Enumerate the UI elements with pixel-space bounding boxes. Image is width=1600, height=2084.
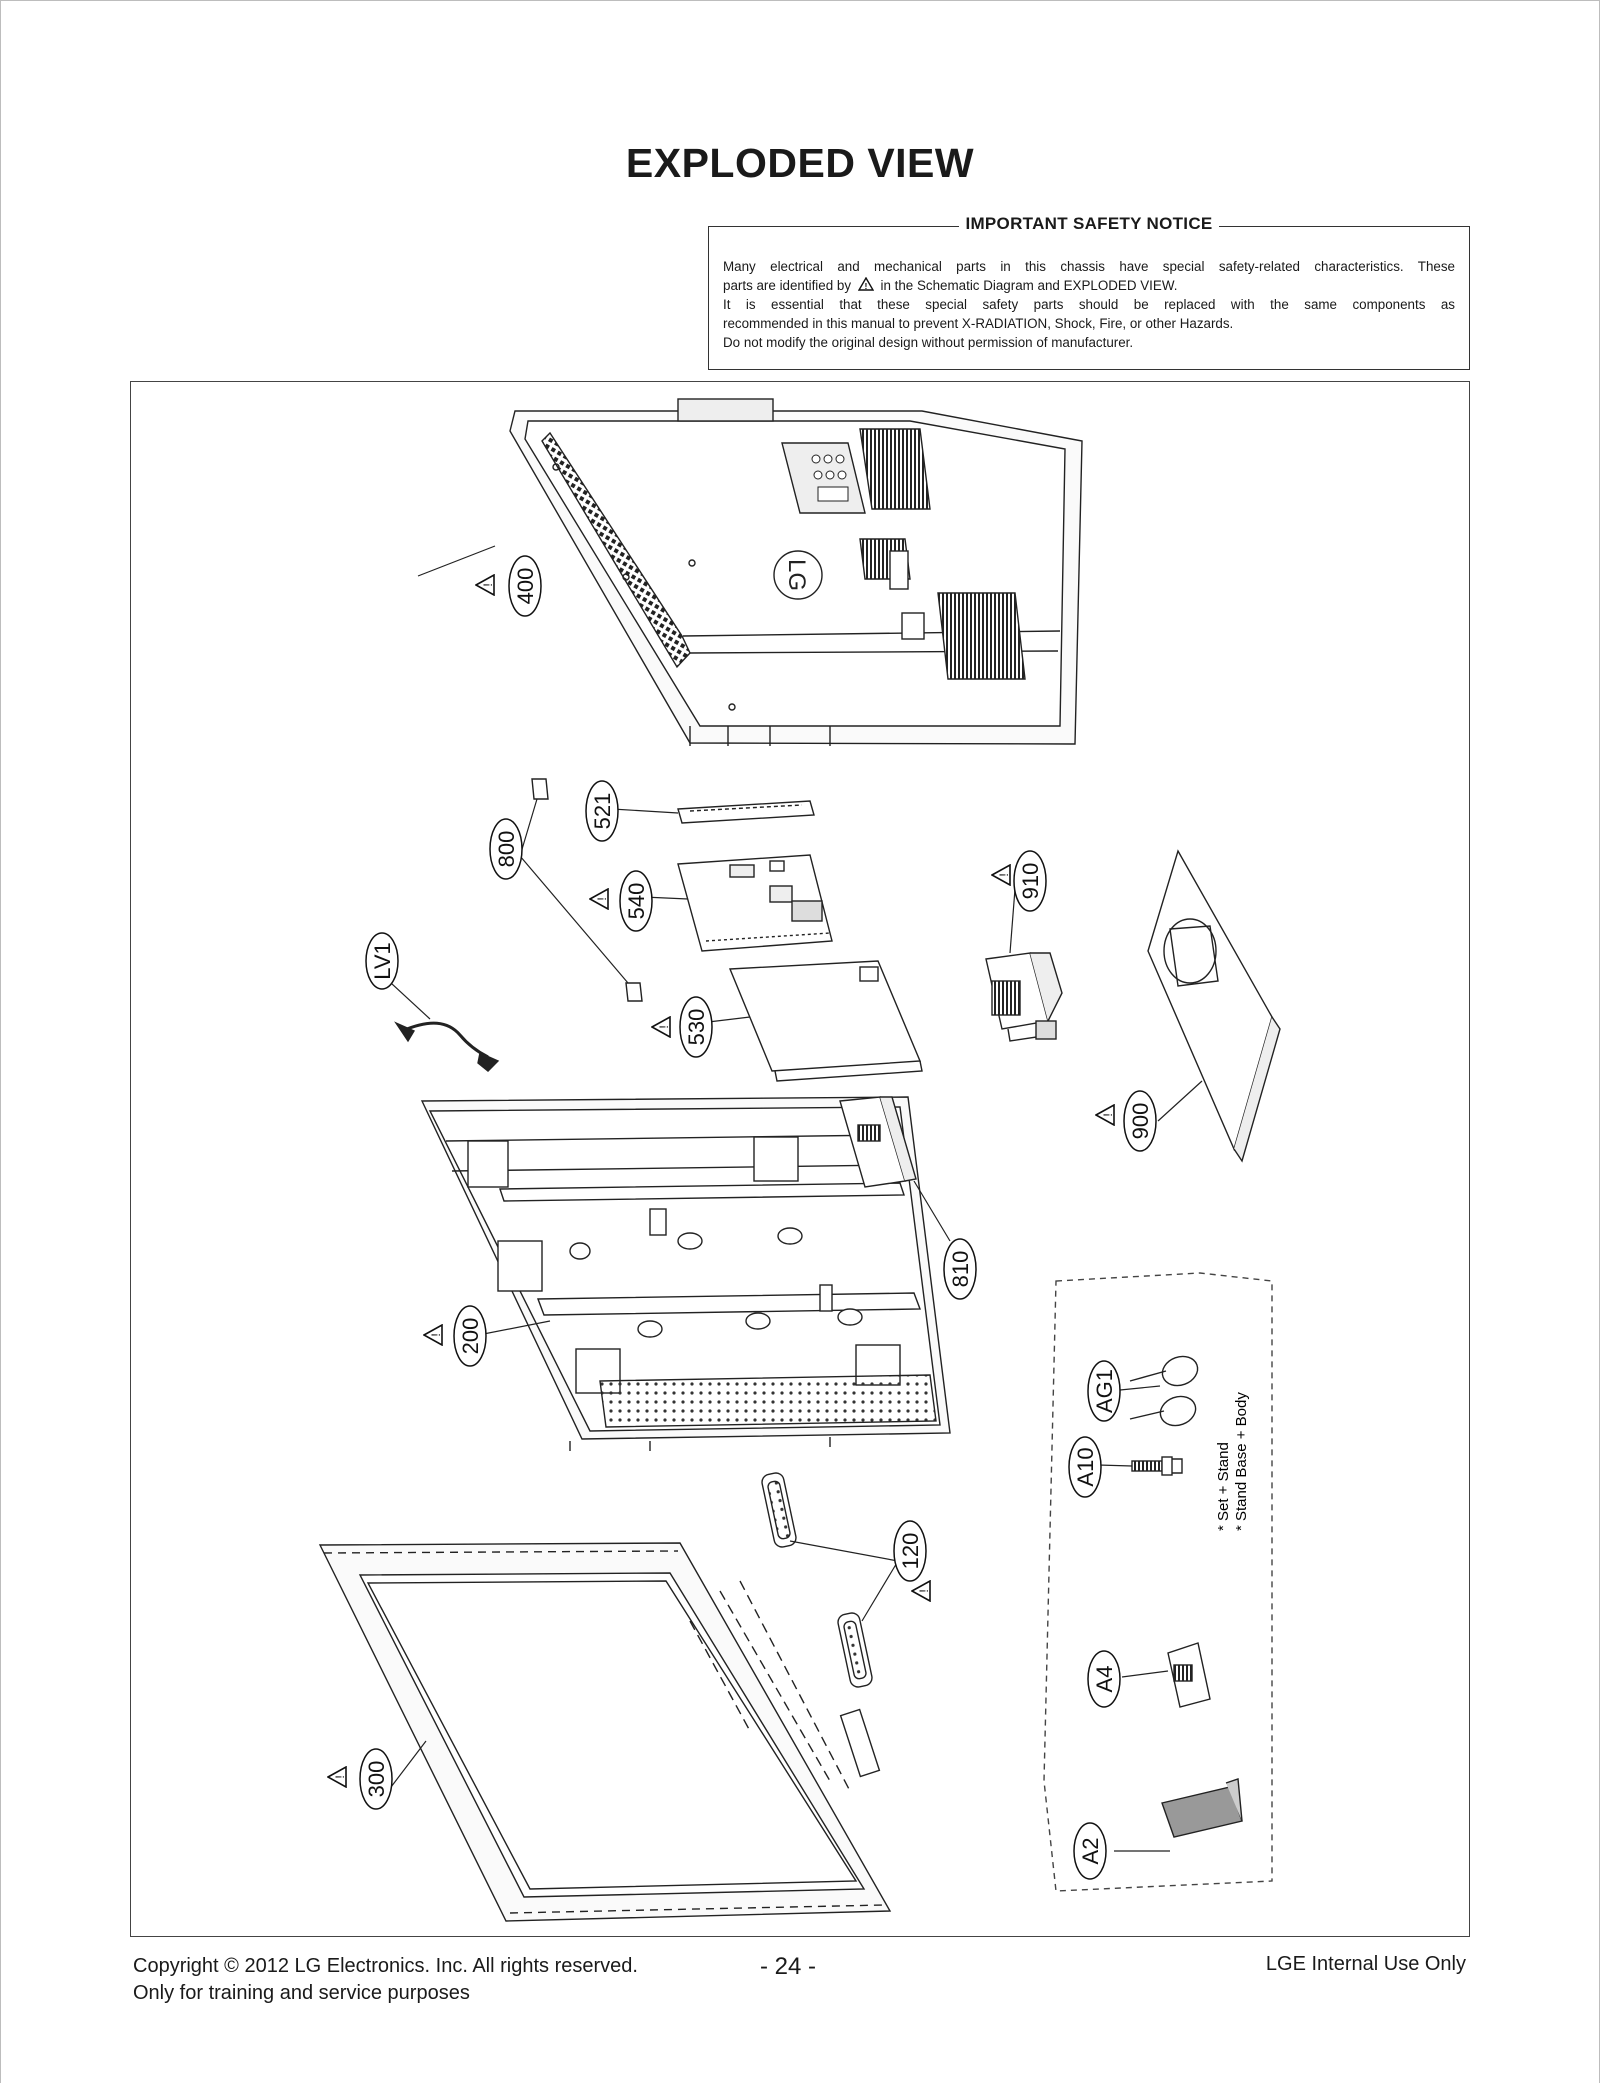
label-530: 530: [684, 1009, 709, 1046]
part-521: [677, 800, 815, 824]
label-200: 200: [458, 1318, 483, 1355]
part-a4: [1167, 1642, 1211, 1708]
page-number: - 24 -: [760, 1953, 817, 1980]
part-a2: [1161, 1778, 1243, 1838]
part-800: [531, 778, 643, 1002]
part-120: [761, 1472, 873, 1688]
label-540: 540: [624, 883, 649, 920]
internal-use-text: LGE Internal Use Only: [1265, 1953, 1466, 1975]
label-810: 810: [948, 1251, 973, 1288]
footer-left: Copyright © 2012 LG Electronics. Inc. Al…: [133, 1953, 638, 2007]
label-910: 910: [1018, 863, 1043, 900]
label-300: 300: [364, 1761, 389, 1798]
copyright-text: Copyright © 2012 LG Electronics. Inc. Al…: [133, 1955, 638, 1977]
label-a10: A10: [1073, 1447, 1098, 1486]
accessory-note-1: * Set + Stand: [1215, 1442, 1232, 1531]
accessory-box: [1043, 1272, 1273, 1892]
exploded-view-diagram: ! LG: [318, 398, 1281, 1922]
safety-notice-heading: IMPORTANT SAFETY NOTICE: [959, 214, 1219, 233]
part-900: [1147, 849, 1281, 1163]
page-title: EXPLODED VIEW: [625, 140, 975, 186]
notice-line-2: parts are identified by ! in the Schemat…: [723, 276, 1178, 293]
diagram-frame: [130, 381, 1470, 1937]
part-200: [420, 1096, 951, 1451]
notice-line-1: Many electrical and mechanical parts in …: [723, 259, 1455, 274]
purpose-text: Only for training and service purposes: [133, 1982, 470, 2004]
label-400: 400: [513, 568, 538, 605]
warning-triangle-icon: !: [857, 276, 874, 291]
label-ag1: AG1: [1092, 1369, 1117, 1413]
part-810: [839, 1096, 917, 1188]
notice-line-4: recommended in this manual to prevent X-…: [723, 316, 1234, 331]
svg-text:!: !: [864, 282, 867, 291]
label-a2: A2: [1078, 1838, 1103, 1865]
part-530: [728, 960, 923, 1082]
label-800: 800: [494, 831, 519, 868]
accessory-note-2: * Stand Base + Body: [1233, 1392, 1250, 1531]
label-521: 521: [590, 793, 615, 830]
label-lv1: LV1: [370, 942, 395, 980]
part-a10: [1131, 1456, 1183, 1476]
notice-line-5: Do not modify the original design withou…: [723, 335, 1134, 350]
part-910: [985, 952, 1063, 1042]
safety-notice-box: IMPORTANT SAFETY NOTICE Many electrical …: [708, 214, 1470, 370]
label-120: 120: [898, 1533, 923, 1570]
notice-line-3: It is essential that these special safet…: [723, 297, 1455, 312]
lg-logo: LG: [783, 559, 810, 591]
part-ag1: [1129, 1355, 1199, 1427]
part-lv1: [394, 1021, 500, 1072]
back-cover-part: LG: [509, 398, 1083, 746]
label-900: 900: [1128, 1103, 1153, 1140]
part-300: [318, 1542, 892, 1922]
label-a4: A4: [1092, 1666, 1117, 1693]
part-540: [677, 854, 833, 952]
